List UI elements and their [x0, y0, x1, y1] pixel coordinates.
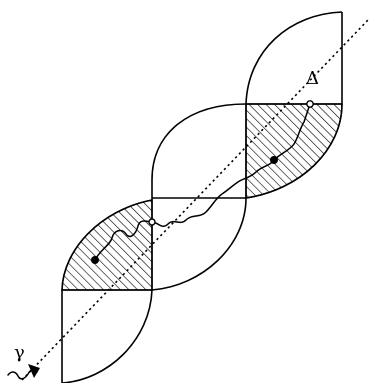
lens-chain-outline	[61, 11, 343, 383]
middle-open-vertex	[148, 218, 156, 226]
delta-open-vertex	[306, 100, 314, 108]
diagonal-dashed-line	[21, 19, 369, 381]
photon-arrow-icon	[28, 364, 40, 378]
gamma-label: γ	[14, 342, 25, 363]
delta-label: Δ	[306, 68, 319, 89]
upper-filled-vertex	[270, 156, 278, 164]
lower-filled-vertex	[91, 256, 99, 264]
wavy-propagator	[94, 103, 311, 261]
